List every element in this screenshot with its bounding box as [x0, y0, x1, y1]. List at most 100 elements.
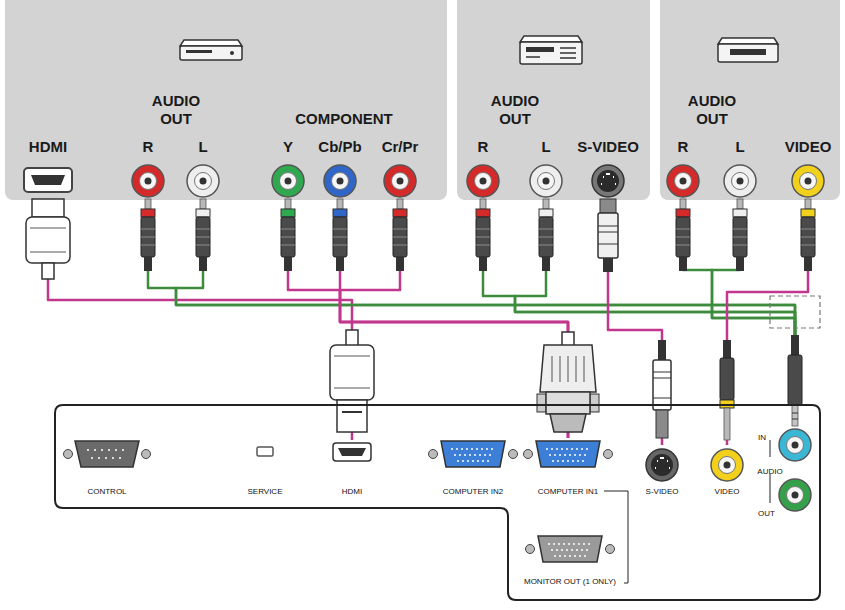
text-slot: SERVICE	[244, 480, 287, 498]
projector-port: OUT	[752, 478, 814, 520]
group-heading: AUDIO OUT	[676, 92, 748, 128]
dvd-player-front	[180, 46, 242, 60]
port-label: OUT	[758, 509, 775, 519]
port-label: L	[541, 138, 550, 156]
audio-out-port	[779, 479, 811, 511]
hdmi-port-body	[333, 443, 371, 461]
projector-port: HDMI	[329, 440, 375, 498]
port-screw	[64, 450, 73, 459]
component-output: Cr/Pr	[378, 138, 423, 199]
video-plug-tip	[724, 408, 730, 440]
cable	[148, 199, 795, 426]
audio-plug-tail	[791, 335, 799, 355]
audio-in-port	[779, 429, 811, 461]
device-s-video-plug	[598, 199, 618, 272]
red-rca-plug	[141, 199, 155, 271]
text-slot: CONTROL	[67, 480, 147, 498]
player-front	[718, 44, 778, 62]
s-video-plug-body	[653, 360, 671, 410]
text-slot: AUDIO	[755, 460, 785, 478]
vga-plug	[537, 332, 599, 432]
video-plug-tail	[723, 340, 731, 358]
port-label: Cb/Pb	[318, 138, 361, 156]
audio-plug-tip	[792, 405, 798, 426]
s-video-plug-body	[598, 213, 618, 258]
text-slot: S-VIDEO	[642, 480, 683, 498]
s-video-port-pins	[655, 458, 670, 468]
port-label: MONITOR OUT (1 ONLY)	[524, 577, 616, 587]
video-output: VIDEO	[781, 138, 836, 199]
hdmi-plug-head	[32, 199, 64, 217]
s-video-plug-head	[656, 410, 668, 438]
vga-plug-face	[550, 414, 586, 432]
cable	[48, 199, 352, 440]
device-hdmi-jack	[24, 168, 72, 192]
s-video-port-face	[651, 454, 673, 476]
cable	[176, 199, 795, 426]
component-output: Y	[270, 138, 306, 199]
audio-output: L	[722, 138, 758, 199]
text-slot: Y	[270, 138, 306, 156]
hdmi-plug-contacts	[342, 411, 362, 413]
text-slot: MONITOR OUT (1 ONLY)	[520, 570, 621, 588]
s-video-plug-head	[600, 199, 616, 213]
cable	[727, 199, 808, 445]
projector-port: S-VIDEO	[642, 445, 683, 498]
text-slot: IN	[758, 426, 766, 444]
db9-pins	[87, 450, 127, 458]
s-video-plug-tail	[603, 258, 613, 272]
red-rca-plug	[676, 199, 690, 271]
text-slot: Cb/Pb	[314, 138, 366, 156]
hdmi-plug-grip	[30, 228, 66, 252]
vga-plug-shroud	[546, 392, 590, 414]
hdmi-plug-tail	[42, 263, 54, 279]
text-slot: VIDEO	[781, 138, 836, 156]
green-rca-jack	[272, 165, 304, 197]
white-rca-jack	[187, 165, 219, 197]
text-slot: L	[185, 138, 221, 156]
yellow-rca-plug	[801, 199, 815, 271]
vcr-slot	[526, 47, 554, 52]
port-label: Y	[283, 138, 293, 156]
red-rca-jack	[467, 165, 499, 197]
port-label: VIDEO	[785, 138, 832, 156]
s-video-jack-face	[597, 170, 619, 192]
vga-thumbscrew	[590, 394, 599, 412]
device-panel-fill	[660, 0, 840, 200]
s-video-pins	[601, 174, 616, 184]
port-label: IN	[758, 433, 766, 443]
hdmi-jack-body	[24, 168, 72, 192]
port-label: S-VIDEO	[646, 487, 679, 497]
green-rca-plug	[281, 199, 295, 271]
cable	[483, 199, 795, 426]
video-plug-body	[720, 358, 734, 400]
device-panel-fill	[457, 0, 650, 200]
s-video-port-ring	[646, 449, 678, 481]
vga-plug-body	[540, 345, 596, 392]
component-output: Cb/Pb	[314, 138, 366, 199]
port-label: L	[198, 138, 207, 156]
cable	[340, 199, 568, 438]
player-top	[718, 38, 778, 44]
cable	[515, 199, 795, 426]
text-slot: AUDIO OUT	[676, 92, 748, 128]
cable	[288, 199, 568, 438]
cable	[340, 199, 568, 438]
vga-port	[429, 441, 518, 467]
projector-hdmi-port	[333, 443, 371, 461]
panel-outline	[53, 403, 824, 602]
cable	[712, 199, 795, 426]
device-hdmi-plug	[26, 199, 70, 279]
port-label: S-VIDEO	[577, 138, 639, 156]
audio-merge-box	[770, 296, 820, 328]
text-slot: COMPUTER IN1	[530, 480, 606, 498]
red-rca-jack	[667, 165, 699, 197]
vcr-buttons	[526, 48, 576, 58]
port-label: SERVICE	[248, 487, 283, 497]
projector-hdmi-plug	[330, 330, 374, 432]
vcr-top	[520, 36, 582, 42]
vga-plug-tail	[562, 332, 574, 346]
